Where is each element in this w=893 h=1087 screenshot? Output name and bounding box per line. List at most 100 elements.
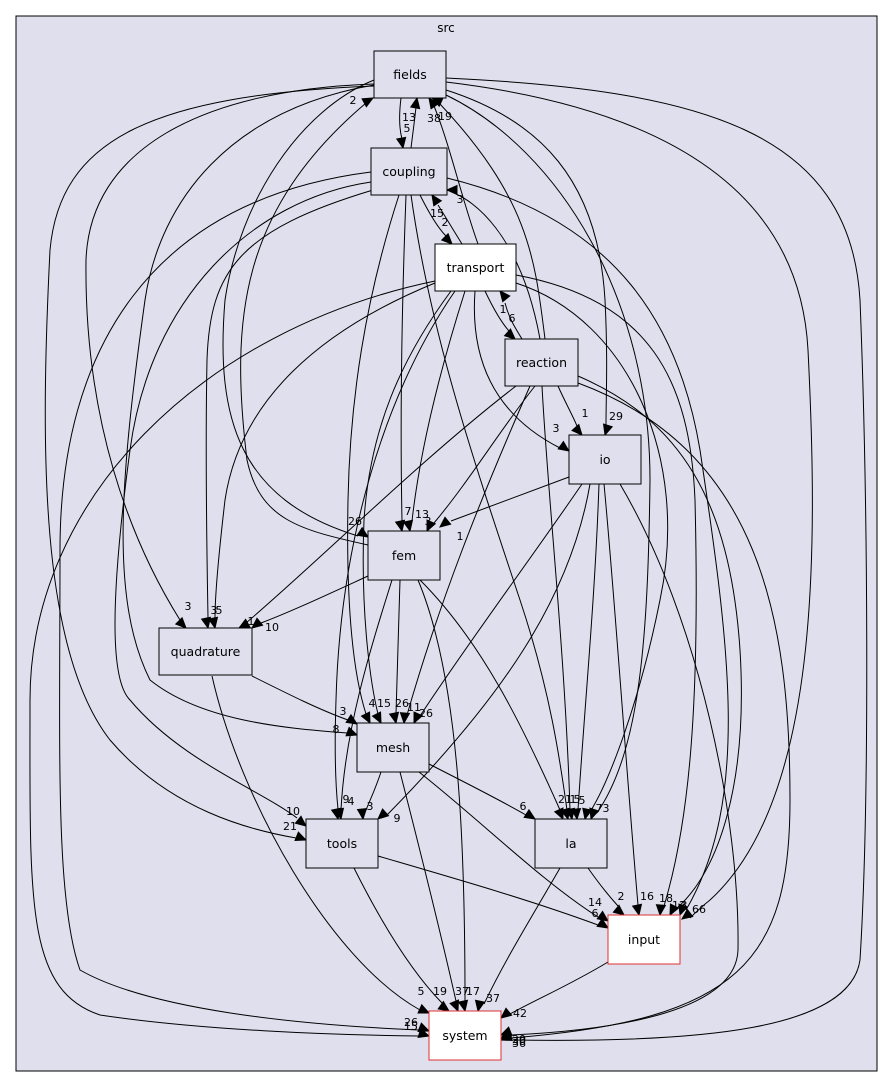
arrowhead (439, 516, 452, 528)
edge-fields-io (445, 89, 614, 437)
edge-line (240, 102, 369, 546)
edge-io-fem (439, 476, 570, 528)
edge-line (122, 84, 375, 734)
edge-line (433, 105, 479, 245)
node-io-box[interactable] (568, 434, 642, 485)
edge-line (510, 382, 791, 1039)
arrowhead (474, 999, 486, 1013)
node-fields[interactable]: fields (373, 50, 447, 99)
edge-label-coupling-input: 3 (681, 899, 688, 912)
node-la-box[interactable] (534, 818, 608, 869)
node-mesh[interactable]: mesh (356, 722, 430, 773)
edge-mesh-system (399, 771, 459, 1013)
edge-line (439, 103, 546, 340)
edge-label-la-input: 2 (618, 890, 625, 903)
node-tools-box[interactable] (305, 818, 379, 869)
edge-tools-system (353, 867, 450, 1012)
edge-label-reaction-coupling: 3 (457, 193, 464, 206)
edge-line (114, 181, 372, 819)
node-reaction[interactable]: reaction (504, 338, 579, 387)
arrowhead (440, 232, 453, 245)
node-reaction-box[interactable] (504, 338, 579, 387)
edge-label-io-input: 16 (640, 890, 654, 903)
arrowhead (431, 193, 443, 207)
edge-label-coupling-fem: 7 (405, 505, 412, 518)
edge-label-reaction-fields: 19 (438, 110, 452, 123)
node-coupling[interactable]: coupling (370, 147, 448, 196)
edge-line (587, 867, 619, 907)
node-fem[interactable]: fem (367, 530, 441, 581)
edge-line (334, 290, 456, 810)
node-input-box[interactable] (607, 914, 681, 965)
node-la[interactable]: la (534, 818, 608, 869)
arrowhead (571, 423, 583, 436)
edge-label-coupling-mesh: 4 (369, 697, 376, 710)
edge-label-tools-input: 14 (588, 896, 602, 909)
edge-line (377, 855, 599, 926)
edge-transport-tools (330, 290, 456, 821)
edge-fields-mesh (122, 84, 375, 737)
edge-line (446, 177, 729, 911)
edge-label-transport-quadrature: 5 (216, 604, 223, 617)
node-input[interactable]: input (607, 914, 681, 965)
arrowhead (582, 807, 593, 821)
edge-transport-la (515, 282, 669, 821)
node-transport[interactable]: transport (434, 243, 517, 292)
node-io[interactable]: io (568, 434, 642, 485)
arrowhead (500, 1007, 513, 1019)
node-fem-box[interactable] (367, 530, 441, 581)
edge-line (419, 483, 583, 717)
arrowhead (345, 726, 359, 737)
edge-coupling-transport (419, 194, 453, 245)
edge-fields-fem (222, 79, 375, 538)
edge-transport-input (515, 274, 697, 917)
edge-line (428, 763, 527, 816)
node-quadrature[interactable]: quadrature (158, 627, 253, 676)
edge-coupling-mesh (347, 194, 400, 725)
node-tools[interactable]: tools (305, 818, 379, 869)
node-quadrature-label: quadrature (171, 644, 241, 659)
edge-label-reaction-fem: 3 (425, 515, 432, 528)
edge-label-fem-la: 21 (558, 793, 572, 806)
edge-label-io-tools: 9 (394, 812, 401, 825)
edge-transport-mesh (362, 290, 452, 725)
edge-label-mesh-tools: 3 (367, 800, 374, 813)
edge-line (406, 385, 531, 716)
edge-label-transport-fields: 38 (427, 112, 441, 125)
edge-label-fields-coupling: 5 (404, 122, 411, 135)
arrowhead (417, 1003, 431, 1014)
edge-la-system (474, 867, 561, 1013)
edge-coupling-fem (394, 194, 407, 533)
arrowhead (499, 1031, 513, 1041)
edge-label-coupling-fields: 13 (402, 111, 416, 124)
arrowhead (557, 440, 570, 452)
edge-line (251, 675, 349, 721)
node-system-label: system (442, 1028, 487, 1043)
edge-reaction-io (557, 385, 583, 436)
edge-label-coupling-transport: 2 (442, 216, 449, 229)
node-reaction-label: reaction (516, 355, 567, 370)
edge-label-quadrature-system: 5 (418, 985, 425, 998)
edge-line (353, 867, 443, 1004)
node-fields-box[interactable] (373, 50, 447, 99)
node-system[interactable]: system (428, 1010, 502, 1061)
node-quadrature-box[interactable] (158, 627, 253, 676)
edge-line (399, 771, 457, 1002)
edge-label-mesh-input: 6 (592, 907, 599, 920)
arrowhead (174, 616, 187, 629)
edge-io-tools (377, 483, 591, 820)
node-system-box[interactable] (428, 1010, 502, 1061)
edge-line (85, 83, 375, 621)
edge-line (417, 579, 466, 1002)
node-coupling-box[interactable] (370, 147, 448, 196)
edge-fields-quadrature (85, 83, 375, 629)
arrowhead (589, 807, 600, 821)
node-transport-box[interactable] (434, 243, 517, 292)
arrowhead (402, 519, 414, 533)
edge-label-transport-mesh: 15 (377, 697, 391, 710)
node-mesh-box[interactable] (356, 722, 430, 773)
edge-line (365, 771, 382, 811)
arrowhead (377, 808, 390, 820)
edge-line (44, 85, 375, 839)
edge-line (445, 94, 651, 814)
